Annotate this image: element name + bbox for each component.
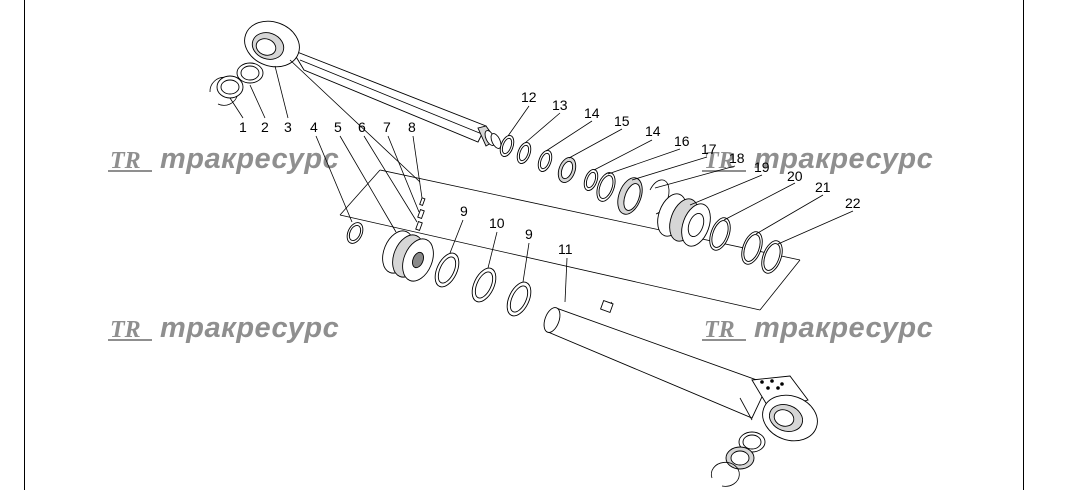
right-border-line [1023,0,1024,490]
part-number-label: 4 [310,119,318,135]
part-number-label: 6 [358,119,366,135]
part-number-label: 21 [815,179,831,195]
part-number-label: 5 [334,119,342,135]
part-number-label: 9 [460,203,468,219]
part-number-label: 10 [489,215,505,231]
watermark-top-left: TR тракресурс [108,143,339,175]
part-number-label: 14 [584,105,600,121]
watermark-text: тракресурс [754,312,933,344]
left-border-line [24,0,25,490]
watermark-text: тракресурс [160,312,339,344]
piston-parts [346,197,532,317]
part-number-label: 7 [383,119,391,135]
watermark-logo: TR [704,317,735,343]
part-number-label: 2 [261,119,269,135]
watermark-logo: TR [110,148,141,174]
part-number-label: 13 [552,97,568,113]
base-eye-circlip [710,431,766,487]
leader-lines [229,65,854,303]
piston-rod [244,20,502,149]
part-number-label: 22 [845,195,861,211]
part-number-label: 20 [787,168,803,184]
gland-parts [499,135,783,274]
rod-eye-circlip [209,62,264,106]
watermark-text: тракресурс [754,143,933,175]
watermark-logo: TR [704,148,735,174]
part-number-label: 9 [525,226,533,242]
part-number-label: 16 [674,133,690,149]
part-number-labels: 1 2 3 4 5 6 7 8 9 10 9 11 12 13 14 15 14… [239,89,861,257]
part-number-label: 12 [521,89,537,105]
part-number-label: 15 [614,113,630,129]
part-number-label: 17 [701,141,717,157]
part-number-label: 3 [284,119,292,135]
cylinder-barrel [543,299,818,442]
watermark-bottom-left: TR тракресурс [108,312,339,344]
part-number-label: 11 [558,241,573,257]
part-number-label: 1 [239,119,247,135]
watermark-logo: TR [110,317,141,343]
watermark-top-right: TR тракресурс [702,143,933,175]
watermark-text: тракресурс [160,143,339,175]
part-number-label: 18 [729,150,745,166]
part-number-label: 19 [754,159,770,175]
watermark-bottom-right: TR тракресурс [702,312,933,344]
alignment-lines [289,59,801,311]
part-number-label: 14 [645,123,661,139]
part-number-label: 8 [408,119,416,135]
